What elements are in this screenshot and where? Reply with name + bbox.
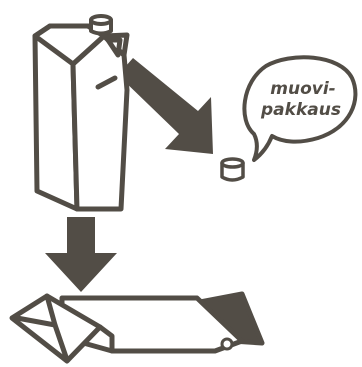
milk-carton-icon [35, 26, 127, 209]
speech-bubble-icon: muovi- pakkaus [244, 57, 355, 160]
loose-cap-icon [222, 159, 243, 180]
bubble-text-line2: pakkaus [260, 100, 341, 120]
carton-cap-icon [91, 16, 111, 34]
arrow-down-icon [45, 217, 117, 292]
bubble-text-line1: muovi- [270, 79, 335, 99]
flattened-carton-icon [12, 294, 262, 361]
arrow-to-cap-icon [118, 58, 213, 154]
